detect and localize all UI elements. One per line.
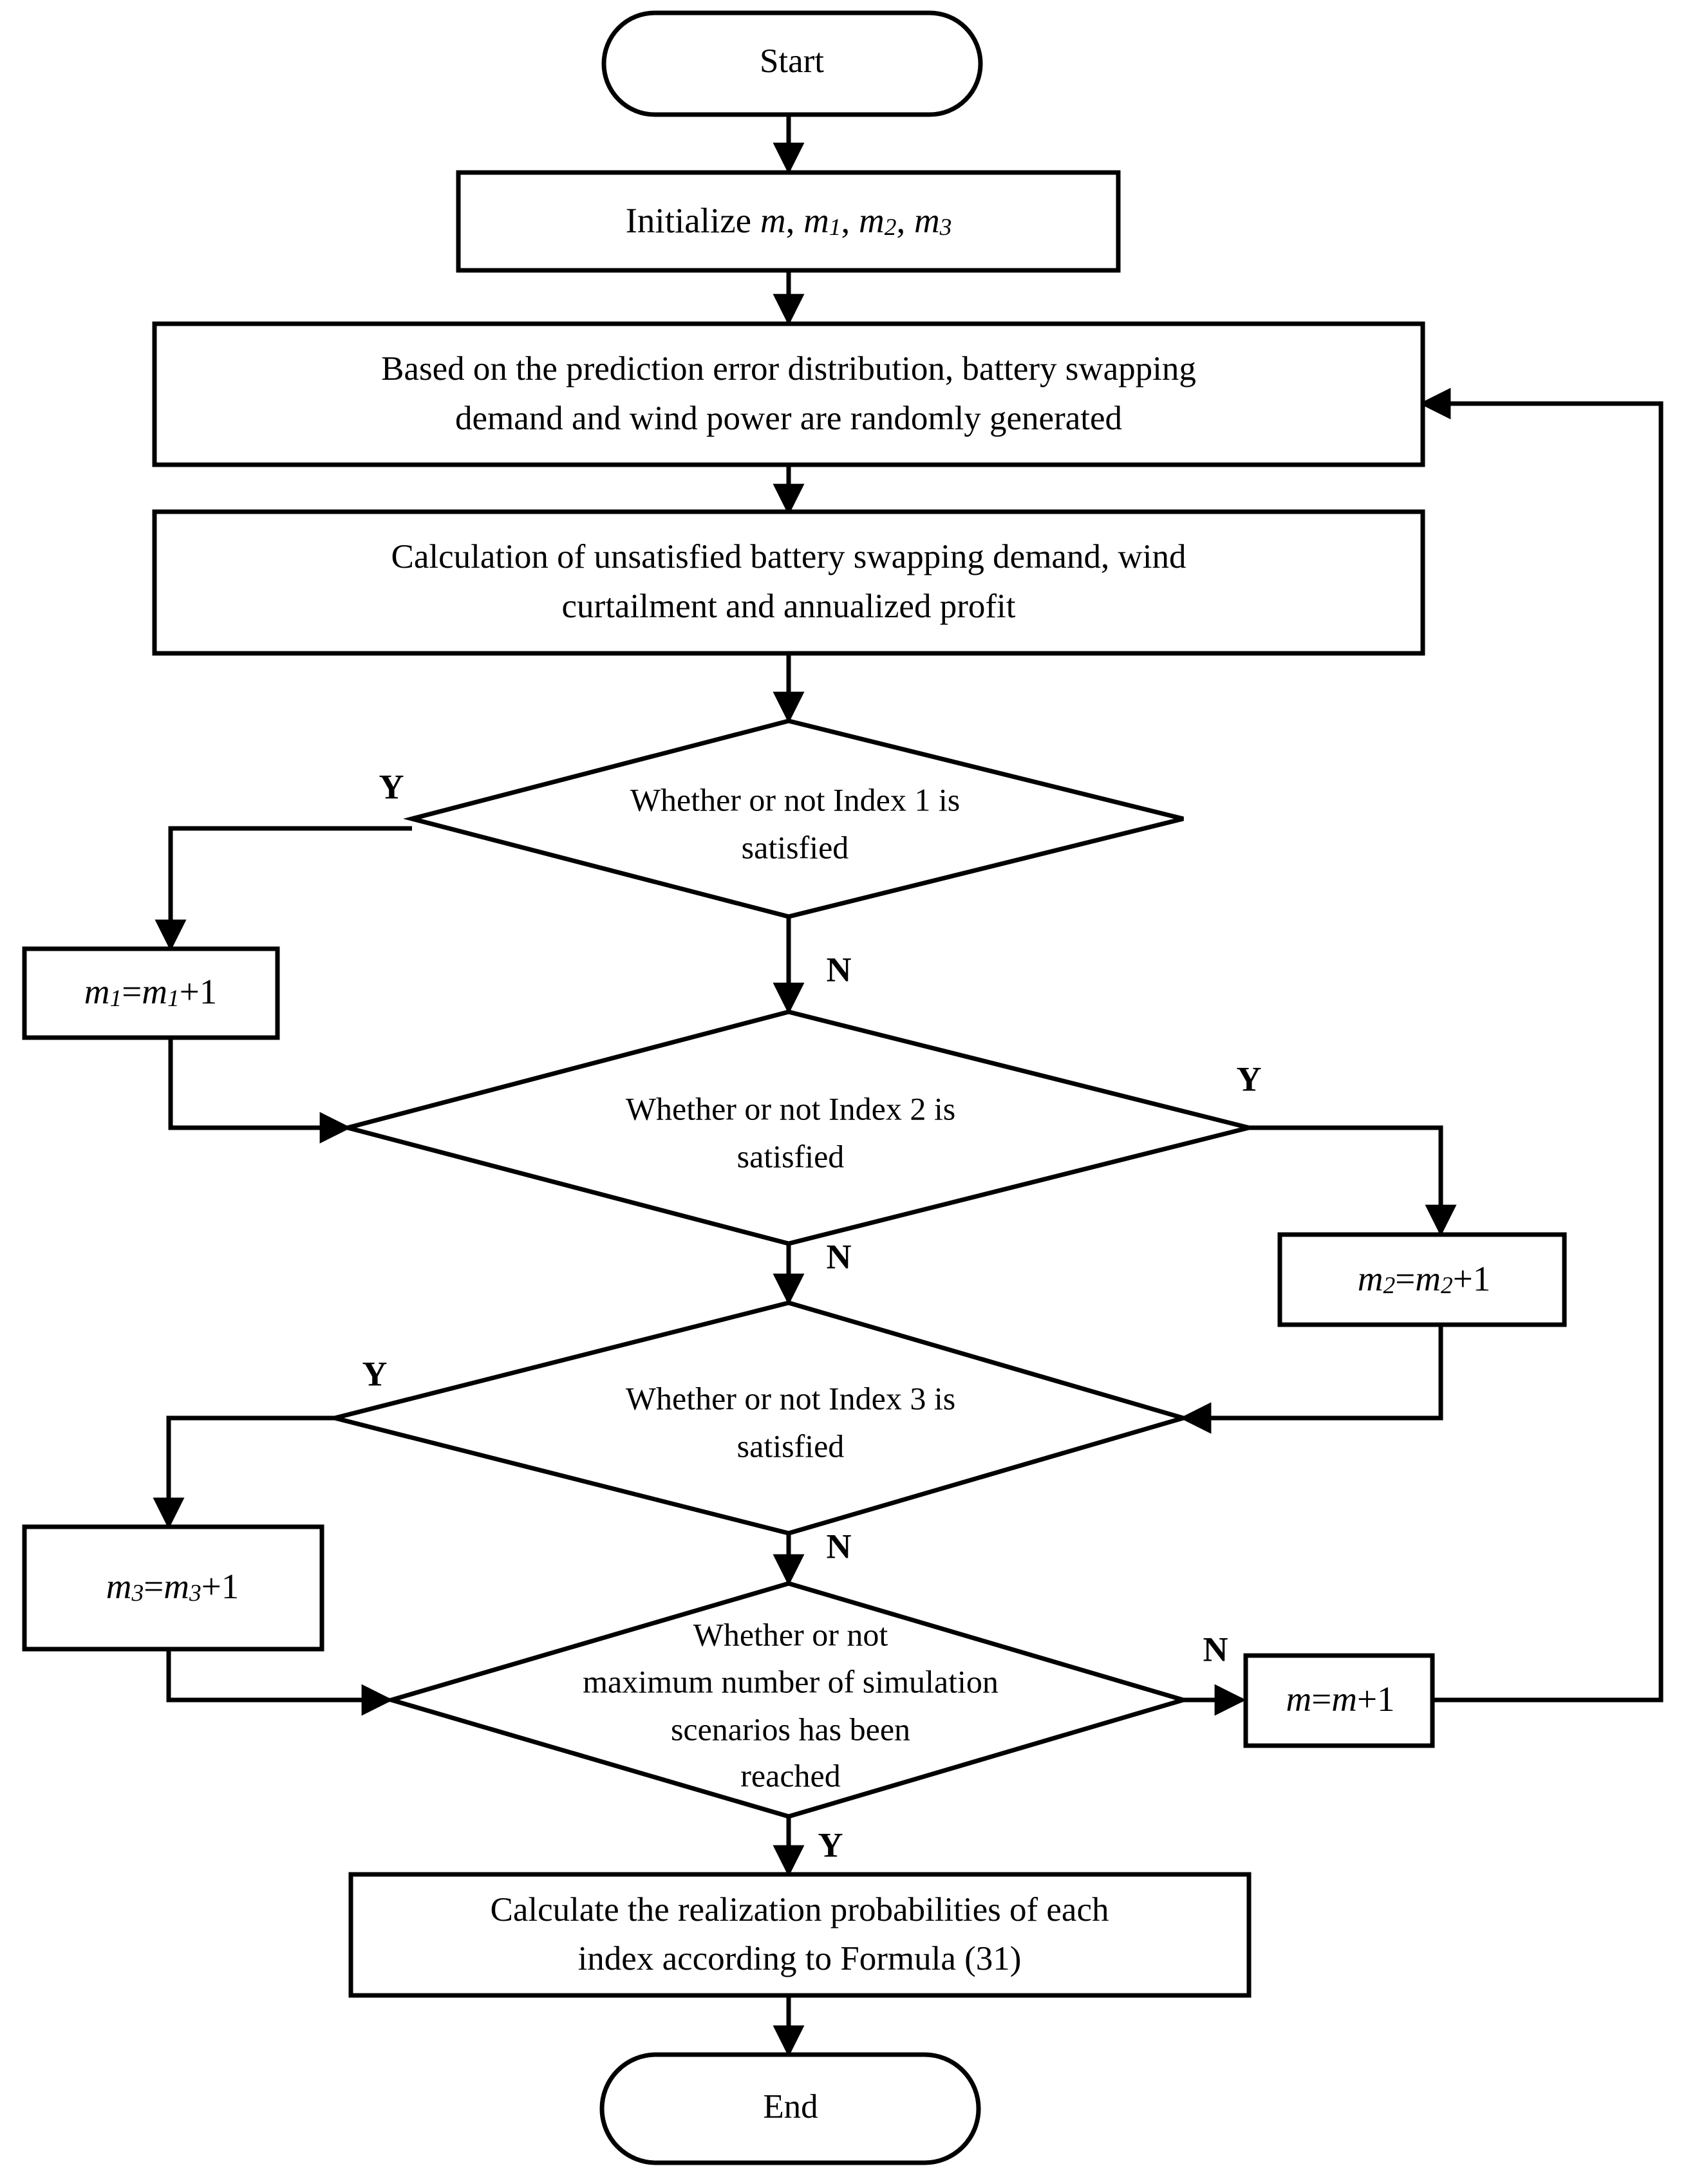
edge-index1-yes-to-incr-m1 [155,826,412,951]
edge-incr-m1-to-index2 [168,1038,352,1144]
edge-index2-yes-to-incr-m2 [1249,1125,1457,1237]
node-initialize[interactable]: Initialize m, m1, m2, m3 [456,170,1121,273]
edge-incr-m3-to-maxscenarios [166,1649,393,1716]
formula-box-shape [348,1872,1252,1998]
branch-label-index1-no: N [827,950,852,989]
incr-m1-label: m1=m1+1 [84,972,217,1012]
node-start[interactable]: Start [601,10,983,117]
end-terminator-shape [599,2052,981,2165]
initialize-label: Initialize m, m1, m2, m3 [626,201,952,241]
index3-line-1: Whether or not Index 3 is [626,1380,955,1416]
index2-diamond-shape [339,1009,1250,1246]
generate-box-shape [152,321,1425,467]
node-generate[interactable]: Based on the prediction error distributi… [152,321,1425,467]
node-maxscenarios-decision[interactable]: Whether or not maximum number of simulat… [383,1581,1192,1819]
incr-m2-label: m2=m2+1 [1358,1259,1490,1299]
index3-line-2: satisfied [737,1428,845,1464]
formula-line-1: Calculate the realization probabilities … [491,1891,1109,1928]
edge-incr-m-feedback-to-generate [1419,387,1664,1703]
incr-m1-box-shape [22,946,280,1040]
maxscenarios-line-3: scenarios has been [671,1711,910,1747]
start-label: Start [760,42,824,80]
incr-m-label: m=m+1 [1286,1679,1394,1719]
branch-label-maxscenarios-no: N [1203,1630,1228,1668]
maxscenarios-line-2: maximum number of simulation [583,1663,999,1699]
node-index2-decision[interactable]: Whether or not Index 2 is satisfied [339,1009,1250,1246]
edge-incr-m2-to-index3 [1179,1325,1443,1434]
incr-m3-label: m3=m3+1 [106,1567,239,1607]
branch-label-index2-no: N [827,1237,852,1276]
node-formula[interactable]: Calculate the realization probabilities … [348,1872,1252,1998]
node-incr-m2[interactable]: m2=m2+1 [1277,1232,1567,1327]
formula-line-2: index according to Formula (31) [578,1940,1022,1977]
branch-label-index2-yes: Y [1237,1059,1262,1098]
node-end[interactable]: End [599,2052,981,2165]
index1-diamond-shape [403,718,1184,919]
calculate-line-2: curtailment and annualized profit [562,588,1016,625]
calculate-line-1: Calculation of unsatisfied battery swapp… [391,538,1186,575]
maxscenarios-diamond-shape [383,1581,1192,1819]
index1-line-2: satisfied [742,829,849,865]
node-incr-m3[interactable]: m3=m3+1 [22,1524,324,1652]
incr-m2-box-shape [1277,1232,1567,1327]
maxscenarios-line-4: reached [740,1757,840,1793]
end-label: End [763,2088,818,2125]
maxscenarios-line-1: Whether or not [693,1616,888,1652]
index2-line-2: satisfied [737,1138,845,1174]
initialize-box-shape [456,170,1121,273]
generate-line-2: demand and wind power are randomly gener… [455,400,1122,437]
index3-diamond-shape [334,1300,1192,1536]
calculate-box-shape [152,509,1425,656]
branch-label-index3-no: N [827,1527,852,1565]
node-index1-decision[interactable]: Whether or not Index 1 is satisfied [403,718,1184,919]
node-incr-m[interactable]: m=m+1 [1243,1653,1435,1748]
edge-layer [153,115,1664,2057]
branch-label-index1-yes: Y [379,767,404,806]
incr-m-box-shape [1243,1653,1435,1748]
index2-line-1: Whether or not Index 2 is [626,1090,955,1126]
incr-m3-box-shape [22,1524,324,1652]
generate-line-1: Based on the prediction error distributi… [381,350,1196,387]
node-index3-decision[interactable]: Whether or not Index 3 is satisfied [334,1300,1192,1536]
branch-label-maxscenarios-yes: Y [818,1825,843,1864]
edge-index3-yes-to-incr-m3 [153,1415,335,1529]
branch-label-index3-yes: Y [362,1354,388,1393]
index1-line-1: Whether or not Index 1 is [630,781,960,817]
start-terminator-shape [601,10,983,117]
node-incr-m1[interactable]: m1=m1+1 [22,946,280,1040]
node-calculate[interactable]: Calculation of unsatisfied battery swapp… [152,509,1425,656]
